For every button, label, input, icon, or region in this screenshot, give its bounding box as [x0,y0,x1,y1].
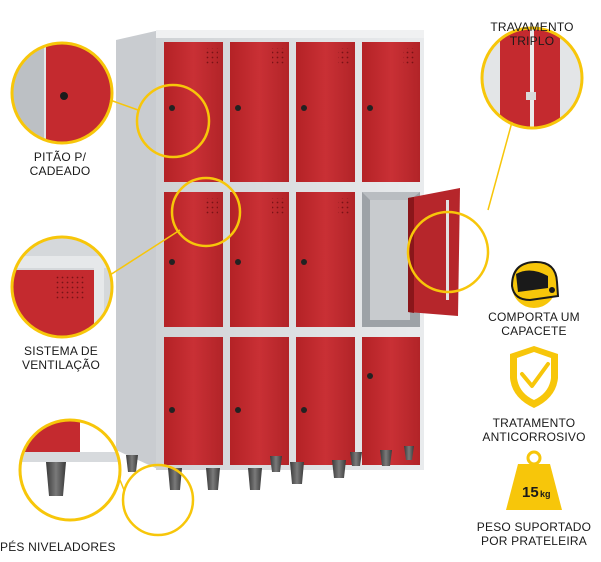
padlock-latch [235,105,241,111]
highlight-circle [170,176,242,248]
label-triple-lock: TRAVAMENTO TRIPLO [490,20,574,48]
padlock-latch [367,105,373,111]
padlock-latch [235,259,241,265]
locker-door [230,337,289,465]
weight-icon: 15 kg [506,450,562,510]
open-locker-door [408,188,460,316]
locker-cabinet [116,30,460,490]
weight-number: 15 [522,484,539,501]
padlock-latch [301,105,307,111]
padlock-latch [169,407,175,413]
door-row-bottom [164,337,420,465]
connector-lines [109,99,513,491]
weight-unit: kg [540,489,551,499]
helmet-icon [510,260,560,308]
leveling-feet [126,446,414,490]
padlock-latch [301,259,307,265]
door-row-top [164,42,420,182]
detail-zoom-ventilation [10,235,114,339]
label-ventilation: SISTEMA DE VENTILAÇÃO [21,344,101,372]
label-leveling-feet: PÉS NIVELADORES [0,540,116,554]
locker-door [362,337,420,465]
highlight-circle [406,210,490,294]
padlock-latch [169,105,175,111]
padlock-latch [235,407,241,413]
locker-door [296,337,355,465]
locker-door [164,337,223,465]
detail-zoom-feet [18,418,122,522]
padlock-latch [301,407,307,413]
padlock-latch [169,259,175,265]
label-helmet: COMPORTA UM CAPACETE [488,310,580,338]
label-anticorrosive: TRATAMENTO ANTICORROSIVO [482,416,586,444]
detail-zoom-padlock [10,41,114,145]
label-weight-per-shelf: PESO SUPORTADO POR PRATELEIRA [476,520,592,548]
highlight-circle [135,83,211,159]
shield-check-icon [510,346,558,408]
cabinet-side-panel [116,30,160,470]
label-padlock-latch: PITÃO P/ CADEADO [29,150,91,178]
highlight-circle [121,463,195,537]
detail-zoom-triple-lock [480,26,584,130]
door-row-middle [164,188,460,327]
padlock-latch [367,373,373,379]
